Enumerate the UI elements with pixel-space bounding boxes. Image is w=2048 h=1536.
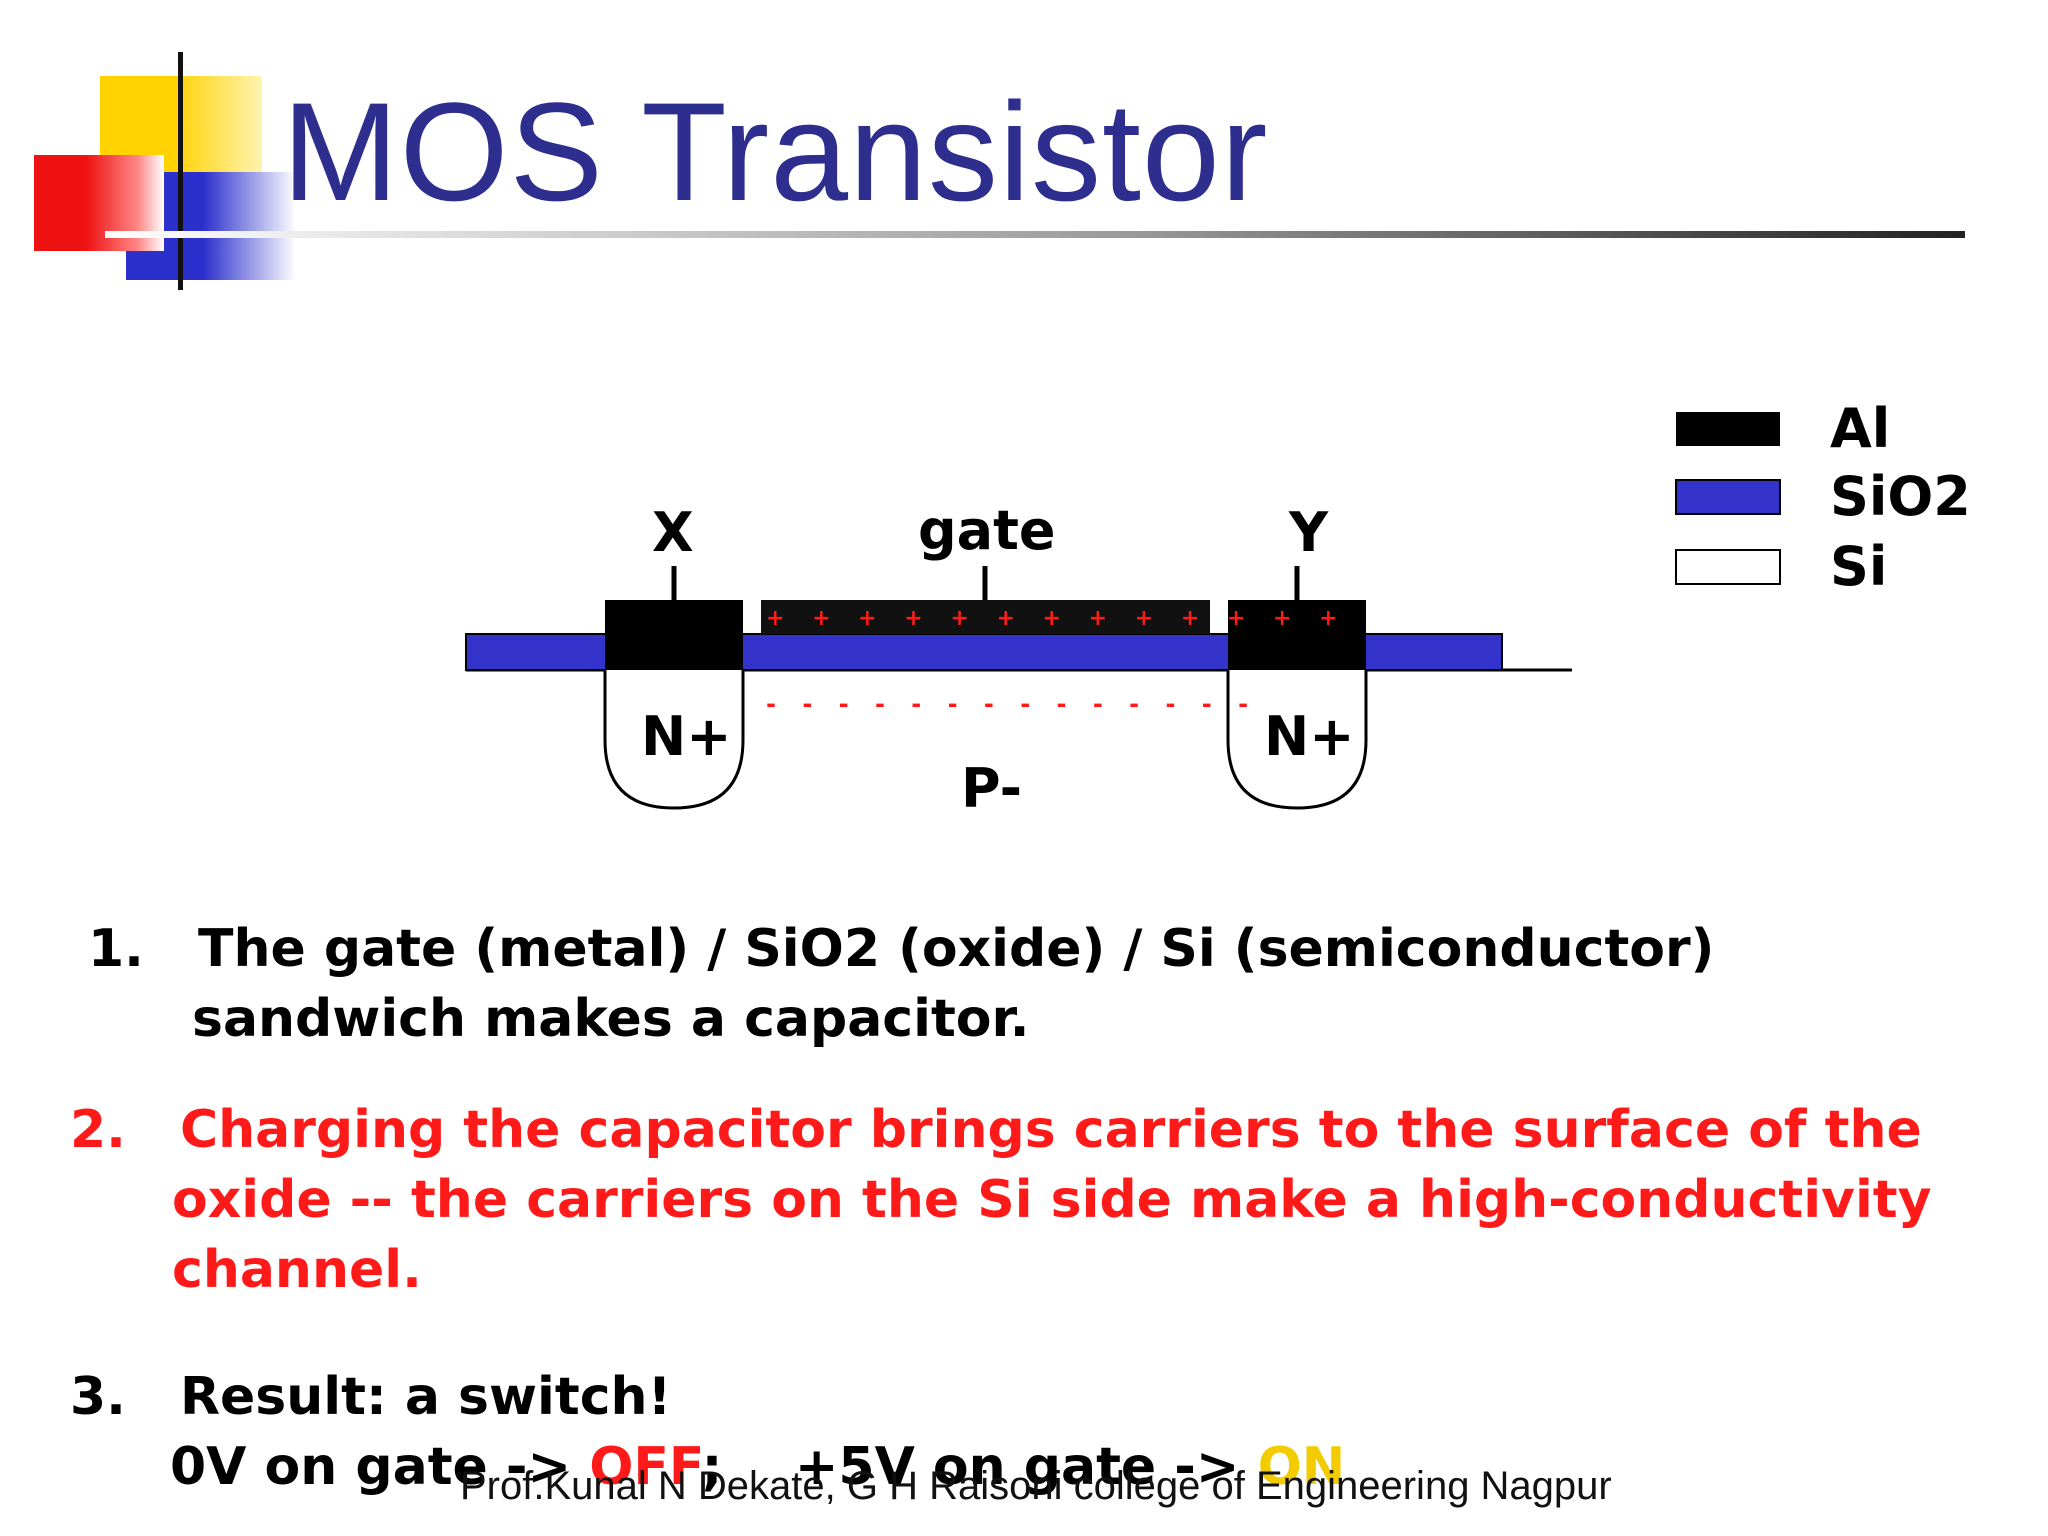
point-1-line-1: The gate (metal) / SiO2 (oxide) / Si (se… bbox=[198, 919, 1715, 979]
oxide-gate bbox=[726, 633, 1243, 671]
terminal-gate-label: gate bbox=[918, 499, 1056, 562]
n-plus-left-label: N+ bbox=[641, 705, 732, 768]
point-2-line-1: Charging the capacitor brings carriers t… bbox=[180, 1100, 1922, 1160]
point-1-number: 1. bbox=[88, 919, 144, 979]
p-minus-substrate-label: P- bbox=[961, 757, 1023, 820]
page-title: MOS Transistor bbox=[282, 73, 1269, 230]
point-1-line-2: sandwich makes a capacitor. bbox=[192, 989, 1030, 1049]
n-plus-right-label: N+ bbox=[1264, 705, 1355, 768]
oxide-right bbox=[1347, 633, 1503, 671]
point-3-number: 3. bbox=[70, 1367, 126, 1427]
legend-swatch-si bbox=[1675, 549, 1781, 585]
n-plus-well-right bbox=[1226, 670, 1368, 810]
point-2-number: 2. bbox=[70, 1100, 126, 1160]
legend-swatch-sio2 bbox=[1675, 479, 1781, 515]
on-word: ON bbox=[1257, 1437, 1346, 1497]
legend-label-si: Si bbox=[1830, 535, 1888, 598]
n-plus-well-left bbox=[603, 670, 745, 810]
decor-vertical-line bbox=[178, 52, 183, 290]
off-word: OFF bbox=[589, 1437, 702, 1497]
gate-positive-charges: + + + + + + + + + + + + + bbox=[766, 606, 1348, 631]
oxide-left bbox=[465, 633, 622, 671]
gate-metal bbox=[761, 600, 1210, 634]
on-prefix: +5V on gate -> bbox=[794, 1437, 1258, 1497]
point-3-line-2: 0V on gate -> OFF; +5V on gate -> ON bbox=[170, 1433, 1345, 1501]
point-2-line-3: channel. bbox=[172, 1240, 422, 1300]
legend-swatch-al bbox=[1676, 412, 1780, 446]
footer-credit: Prof.Kunal N Dekate, G H Raisoni college… bbox=[460, 1464, 1612, 1508]
point-3-line-1: Result: a switch! bbox=[180, 1367, 672, 1427]
legend-label-al: Al bbox=[1830, 397, 1891, 460]
point-2-line-2: oxide -- the carriers on the Si side mak… bbox=[172, 1170, 1932, 1230]
off-prefix: 0V on gate -> bbox=[170, 1437, 590, 1497]
separator: ; bbox=[701, 1437, 795, 1497]
terminal-y-label: Y bbox=[1289, 501, 1329, 564]
aluminum-contact-y bbox=[1228, 600, 1366, 670]
channel-negative-charges: - - - - - - - - - - - - - - bbox=[766, 690, 1258, 718]
aluminum-contact-x bbox=[605, 600, 743, 670]
legend-label-sio2: SiO2 bbox=[1830, 465, 1971, 528]
terminal-x-label: X bbox=[652, 501, 694, 564]
title-underline bbox=[105, 231, 1965, 238]
